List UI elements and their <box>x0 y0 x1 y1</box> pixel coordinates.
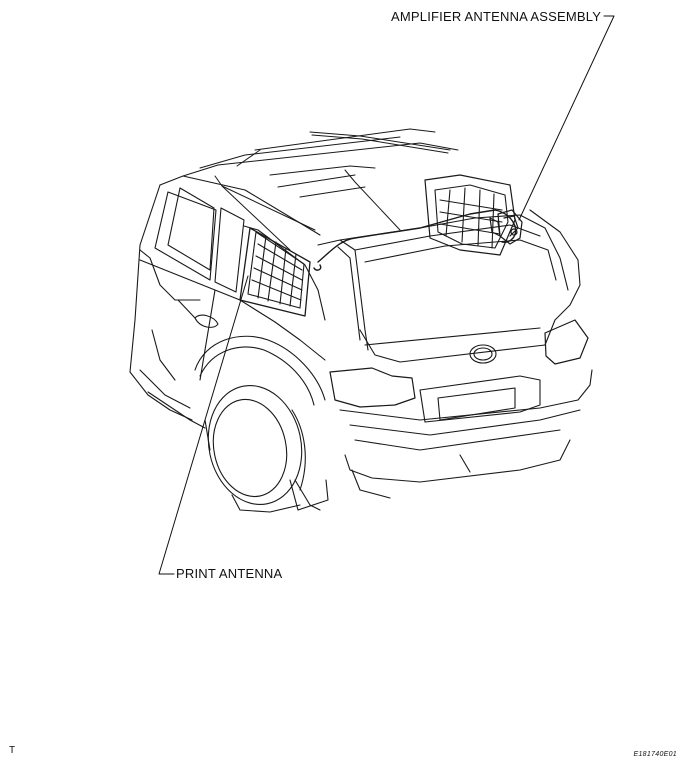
amplifier-leader-line <box>518 15 615 221</box>
print-antenna-label: PRINT ANTENNA <box>176 566 283 581</box>
corner-mark: T <box>9 745 16 756</box>
rear-hatch <box>329 174 593 499</box>
leader-lines <box>158 15 615 575</box>
roof <box>182 128 459 251</box>
rear-wheel <box>194 335 329 513</box>
amplifier-antenna-component <box>489 209 523 245</box>
figure-id: E181740E01 <box>633 751 677 758</box>
amplifier-antenna-assembly-label: AMPLIFIER ANTENNA ASSEMBLY <box>391 9 602 24</box>
print-antenna-leader-line <box>158 275 249 575</box>
vehicle-body <box>129 175 369 429</box>
